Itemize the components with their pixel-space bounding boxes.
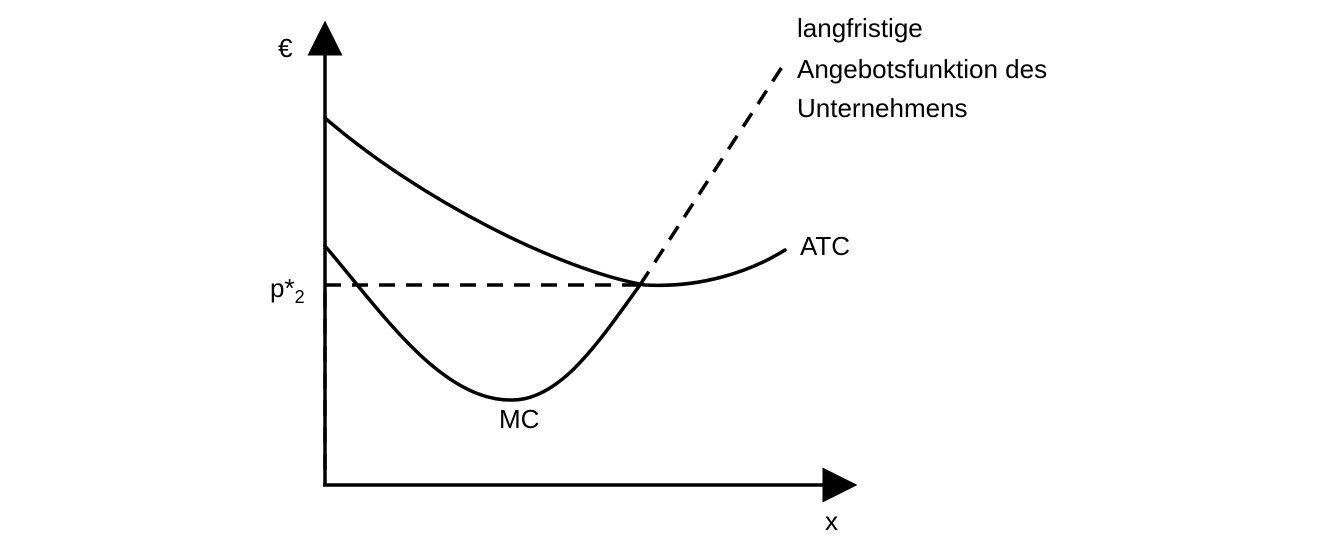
- price-label: p*2: [270, 273, 305, 307]
- supply-label-line1: langfristige: [797, 13, 923, 43]
- mc-label: MC: [499, 404, 539, 434]
- atc-curve: [323, 116, 787, 288]
- y-axis-label: €: [278, 33, 293, 63]
- price-label-subscript: 2: [295, 287, 305, 307]
- long-run-supply-line: [638, 66, 784, 286]
- supply-label-line2: Angebotsfunktion des: [797, 54, 1047, 84]
- atc-label: ATC: [800, 231, 850, 261]
- x-axis-label: x: [825, 506, 838, 536]
- supply-label-line3: Unternehmens: [797, 93, 968, 123]
- mc-curve: [323, 244, 642, 402]
